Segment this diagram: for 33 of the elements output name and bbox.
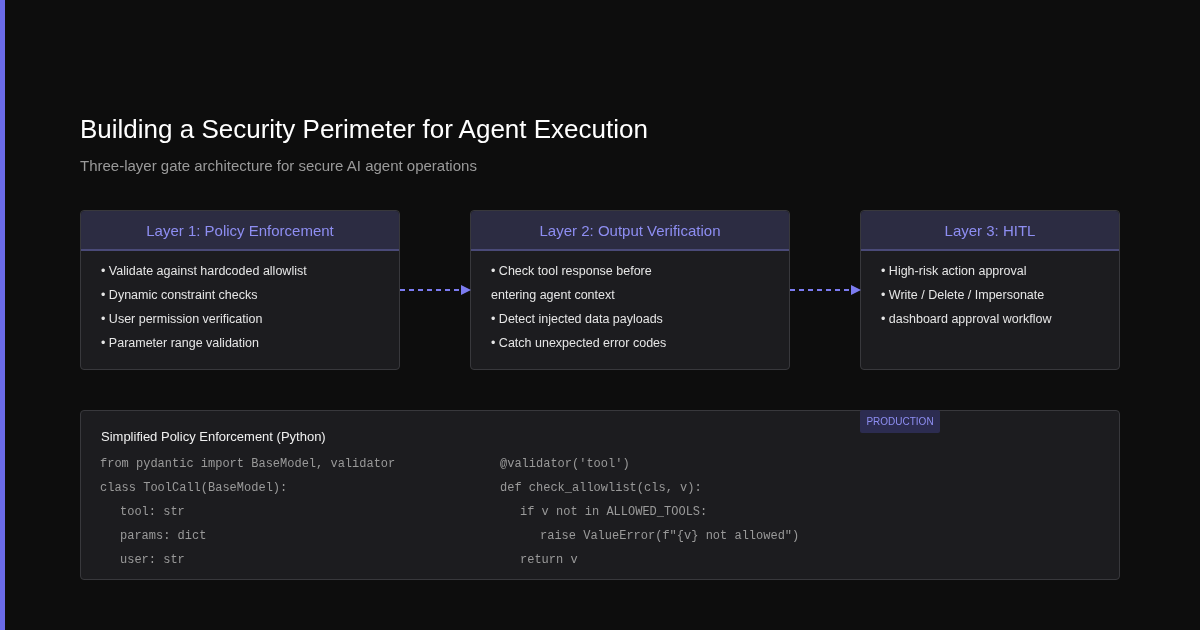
bullet-item: • dashboard approval workflow	[881, 311, 1053, 328]
card-heading: Layer 1: Policy Enforcement	[81, 211, 399, 251]
code-line: @validator('tool')	[500, 457, 630, 471]
code-line: raise ValueError(f"{v} not allowed")	[540, 529, 800, 543]
dashed-arrow	[789, 285, 861, 295]
bullet-item: • Detect injected data payloads	[491, 311, 664, 328]
bullet-item: • Catch unexpected error codes	[491, 335, 668, 352]
bullet-item: • Check tool response before entering agent context	[491, 263, 653, 304]
code-line: return v	[520, 553, 578, 567]
layer-card	[80, 210, 400, 370]
code-line: from pydantic import BaseModel, validator	[100, 457, 396, 471]
bullet-item: • Dynamic constraint checks	[101, 287, 259, 304]
panel-heading: Simplified Policy Enforcement (Python)	[101, 429, 326, 444]
dashed-arrow	[399, 285, 471, 295]
layer-card	[860, 210, 1120, 370]
code-panel	[80, 410, 1120, 580]
bullet-item: • Validate against hardcoded allowlist	[101, 263, 308, 280]
layer-card	[470, 210, 790, 370]
code-line: def check_allowlist(cls, v):	[500, 481, 702, 495]
subtitle: Three-layer gate architecture for secure AI agent operations	[80, 157, 477, 174]
code-line: tool: str	[120, 505, 185, 519]
bullet-item: • High-risk action approval	[881, 263, 1028, 280]
code-line: params: dict	[120, 529, 207, 543]
code-line: if v not in ALLOWED_TOOLS:	[520, 505, 708, 519]
bullet-item: • User permission verification	[101, 311, 264, 328]
card-heading: Layer 3: HITL	[861, 211, 1119, 251]
title: Building a Security Perimeter for Agent Execution	[80, 114, 648, 145]
card-heading: Layer 2: Output Verification	[471, 211, 789, 251]
code-line: user: str	[120, 553, 185, 567]
status-badge: PRODUCTION	[860, 410, 940, 433]
code-line: class ToolCall(BaseModel):	[100, 481, 288, 495]
bullet-item: • Write / Delete / Impersonate	[881, 287, 1046, 304]
bullet-item: • Parameter range validation	[101, 335, 260, 352]
